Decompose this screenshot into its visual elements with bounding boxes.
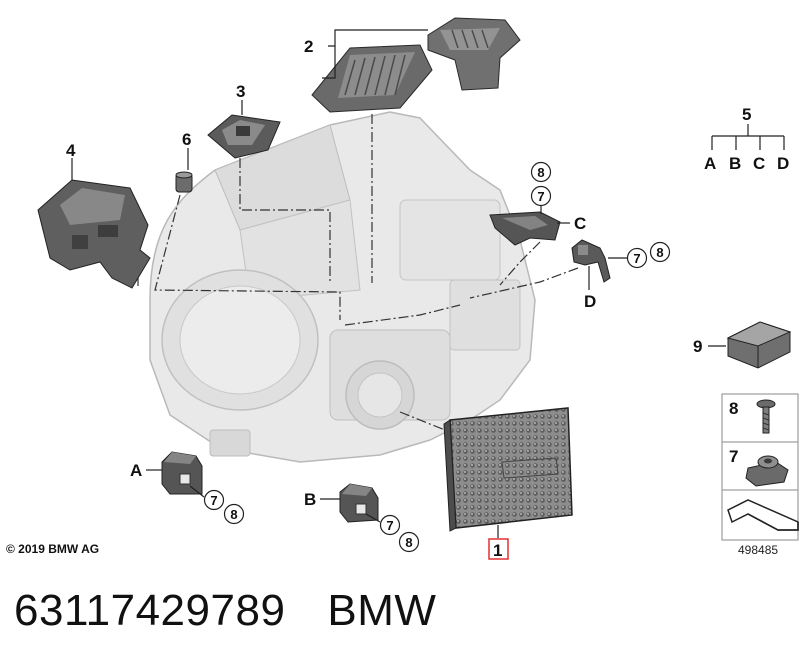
brand-name: BMW [327,586,437,635]
part-6-cap[interactable] [175,171,193,193]
svg-text:7: 7 [633,251,640,266]
callout-7-b[interactable]: 7 [379,514,401,536]
table-label-7: 7 [729,447,738,466]
svg-text:8: 8 [656,245,663,260]
callout-7-d[interactable]: 7 [626,247,648,269]
svg-text:8: 8 [537,165,544,180]
svg-text:8: 8 [230,507,237,522]
clip-nut-icon [745,455,789,487]
illustration-id: 498485 [738,543,779,557]
callout-C[interactable]: C [574,214,586,233]
callout-D[interactable]: D [584,292,596,311]
part-d-bracket[interactable] [571,239,611,283]
callout-7-a[interactable]: 7 [203,489,225,511]
callout-6[interactable]: 6 [182,130,191,149]
svg-text:7: 7 [537,189,544,204]
part-c-holder[interactable] [489,211,561,246]
callout-8-d[interactable]: 8 [649,241,671,263]
screw-icon [756,399,776,434]
headlight-housing [149,111,536,463]
callout-8-c[interactable]: 8 [530,161,552,183]
small-parts-table: 8 7 [721,393,799,541]
svg-text:8: 8 [405,535,412,550]
svg-text:7: 7 [210,493,217,508]
callout-7-c[interactable]: 7 [530,185,552,207]
legend-5-item-a: A [704,154,716,173]
copyright-notice: © 2019 BMW AG [6,542,100,556]
callout-8-b[interactable]: 8 [398,531,420,553]
legend-5-item-b: B [729,154,741,173]
callout-1[interactable]: 1 [493,541,502,560]
callout-B[interactable]: B [304,490,316,509]
legend-5: 5 A B C D [704,105,789,173]
part-a-socket[interactable] [161,451,203,495]
part-b-socket[interactable] [339,483,379,523]
part-number-line: 63117429789 BMW [14,585,436,637]
table-label-8: 8 [729,399,738,418]
part-number: 63117429789 [14,586,286,635]
part-9-box[interactable] [726,321,792,369]
legend-5-item-c: C [753,154,765,173]
callout-5[interactable]: 5 [742,105,751,124]
part-2-cover[interactable] [311,17,521,113]
part-2-leader [322,29,428,79]
callout-3[interactable]: 3 [236,82,245,101]
part-4-bracket[interactable] [37,179,151,289]
illustration-ref-icon [727,499,799,531]
part-3-module[interactable] [207,114,281,159]
callout-9[interactable]: 9 [693,337,702,356]
svg-text:7: 7 [386,518,393,533]
highlight-box [488,538,509,560]
parts-diagram: 2 3 6 4 C 8 7 D [37,17,799,560]
legend-5-item-d: D [777,154,789,173]
callout-2[interactable]: 2 [304,37,313,56]
part-1-led-module[interactable] [443,407,573,532]
callout-A[interactable]: A [130,461,142,480]
callout-8-a[interactable]: 8 [223,503,245,525]
callout-4[interactable]: 4 [66,141,76,160]
